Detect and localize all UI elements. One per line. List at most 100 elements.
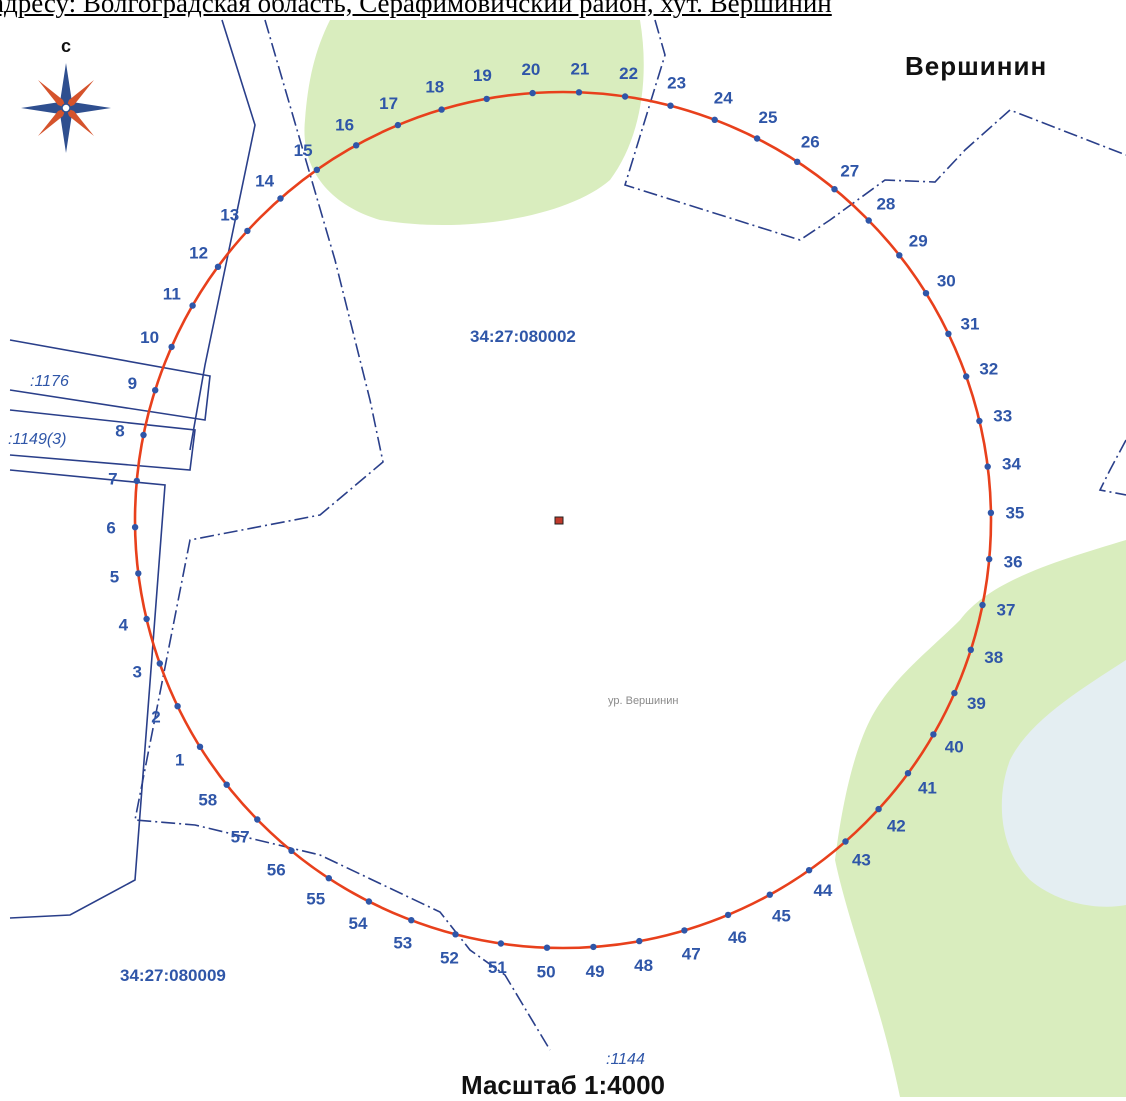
boundary-point-47 bbox=[681, 927, 688, 934]
boundary-point-53 bbox=[408, 917, 415, 924]
parcel-line-sw bbox=[9, 469, 166, 919]
boundary-point-15 bbox=[313, 166, 321, 173]
boundary-dashdot-north bbox=[134, 19, 551, 1051]
parcel-line-west bbox=[189, 19, 256, 451]
boundary-point-9 bbox=[152, 387, 159, 394]
parcel-1176-outline bbox=[9, 339, 211, 421]
boundary-point-30 bbox=[922, 290, 930, 297]
boundary-point-40 bbox=[930, 731, 937, 738]
boundary-point-38 bbox=[967, 646, 974, 653]
boundary-point-label-51: 51 bbox=[488, 958, 507, 977]
boundary-point-13 bbox=[244, 227, 251, 235]
boundary-point-label-19: 19 bbox=[473, 66, 492, 85]
boundary-point-46 bbox=[724, 911, 732, 919]
boundary-point-49 bbox=[590, 943, 597, 951]
boundary-point-50 bbox=[543, 944, 551, 951]
settlement-label: Вершинин bbox=[905, 51, 1047, 81]
boundary-point-label-2: 2 bbox=[151, 708, 160, 727]
boundary-point-label-46: 46 bbox=[728, 928, 747, 947]
boundary-point-label-34: 34 bbox=[1002, 455, 1021, 474]
boundary-point-37 bbox=[979, 601, 986, 609]
compass-rose: с bbox=[21, 36, 111, 153]
boundary-point-label-16: 16 bbox=[335, 115, 354, 134]
boundary-point-label-56: 56 bbox=[267, 860, 286, 879]
boundary-point-label-8: 8 bbox=[115, 421, 124, 440]
boundary-point-4 bbox=[143, 615, 150, 623]
boundary-point-label-15: 15 bbox=[294, 141, 313, 160]
compass-north-label: с bbox=[61, 36, 71, 56]
parcel-1176-label: :1176 bbox=[30, 373, 69, 390]
locality-label: ур. Вершинин bbox=[608, 695, 678, 707]
boundary-point-19 bbox=[483, 95, 490, 103]
boundary-point-56 bbox=[288, 847, 295, 854]
boundary-point-18 bbox=[438, 106, 445, 113]
boundary-point-label-20: 20 bbox=[521, 60, 540, 79]
boundary-point-label-28: 28 bbox=[876, 195, 895, 214]
boundary-point-34 bbox=[984, 463, 991, 470]
parcel-1149-outline bbox=[9, 409, 196, 471]
boundary-point-12 bbox=[214, 263, 222, 270]
parcel-1144-label: :1144 bbox=[606, 1051, 645, 1068]
survey-boundary-circle bbox=[133, 90, 993, 950]
boundary-point-label-53: 53 bbox=[393, 934, 412, 953]
boundary-point-label-10: 10 bbox=[140, 328, 159, 347]
boundary-point-label-14: 14 bbox=[255, 172, 274, 191]
boundary-point-label-13: 13 bbox=[220, 206, 239, 225]
boundary-point-label-41: 41 bbox=[918, 778, 937, 797]
boundary-point-label-33: 33 bbox=[993, 406, 1012, 425]
boundary-point-label-39: 39 bbox=[967, 694, 986, 713]
boundary-point-label-4: 4 bbox=[119, 616, 129, 635]
boundary-point-17 bbox=[394, 121, 402, 129]
boundary-point-label-7: 7 bbox=[108, 470, 117, 489]
boundary-point-label-6: 6 bbox=[106, 519, 115, 538]
boundary-point-7 bbox=[133, 477, 140, 485]
boundary-point-label-23: 23 bbox=[667, 74, 686, 93]
boundary-point-16 bbox=[353, 142, 360, 149]
boundary-point-label-55: 55 bbox=[306, 889, 325, 908]
green-area-north bbox=[304, 20, 644, 226]
boundary-point-54 bbox=[365, 898, 373, 905]
boundary-point-label-42: 42 bbox=[887, 816, 906, 835]
boundary-point-23 bbox=[667, 102, 674, 109]
boundary-point-57 bbox=[254, 816, 261, 823]
boundary-dashdot-ne bbox=[624, 19, 1126, 241]
boundary-point-22 bbox=[621, 93, 629, 100]
boundary-point-label-1: 1 bbox=[175, 751, 184, 770]
boundary-point-label-44: 44 bbox=[813, 881, 832, 900]
boundary-point-14 bbox=[277, 195, 284, 202]
boundary-point-51 bbox=[497, 940, 505, 947]
boundary-point-28 bbox=[865, 217, 872, 224]
cadastral-block-080002: 34:27:080002 bbox=[470, 327, 576, 346]
boundary-point-label-48: 48 bbox=[634, 956, 653, 975]
boundary-point-label-36: 36 bbox=[1004, 552, 1023, 571]
boundary-point-label-29: 29 bbox=[909, 231, 928, 250]
boundary-point-2 bbox=[174, 703, 181, 710]
boundary-point-52 bbox=[452, 931, 459, 938]
center-marker bbox=[554, 516, 564, 525]
boundary-point-label-35: 35 bbox=[1005, 503, 1024, 522]
boundary-point-label-17: 17 bbox=[379, 94, 398, 113]
boundary-point-label-18: 18 bbox=[425, 78, 444, 97]
boundary-point-3 bbox=[156, 660, 163, 667]
boundary-point-label-38: 38 bbox=[984, 648, 1003, 667]
boundary-point-35 bbox=[987, 509, 995, 516]
boundary-point-label-32: 32 bbox=[979, 360, 998, 379]
boundary-point-label-31: 31 bbox=[961, 314, 980, 333]
water-area bbox=[1001, 660, 1126, 907]
boundary-point-42 bbox=[875, 805, 882, 813]
boundary-point-39 bbox=[951, 689, 958, 697]
boundary-point-1 bbox=[196, 743, 204, 750]
boundary-point-label-3: 3 bbox=[132, 663, 141, 682]
boundary-point-label-22: 22 bbox=[619, 64, 638, 83]
boundary-point-label-9: 9 bbox=[128, 374, 137, 393]
boundary-point-44 bbox=[805, 867, 813, 874]
boundary-point-33 bbox=[976, 417, 983, 425]
boundary-point-58 bbox=[223, 781, 230, 788]
boundary-point-label-50: 50 bbox=[537, 963, 556, 982]
boundary-point-label-52: 52 bbox=[440, 949, 459, 968]
boundary-point-21 bbox=[575, 89, 583, 96]
boundary-point-31 bbox=[945, 330, 952, 337]
boundary-point-45 bbox=[766, 891, 773, 898]
